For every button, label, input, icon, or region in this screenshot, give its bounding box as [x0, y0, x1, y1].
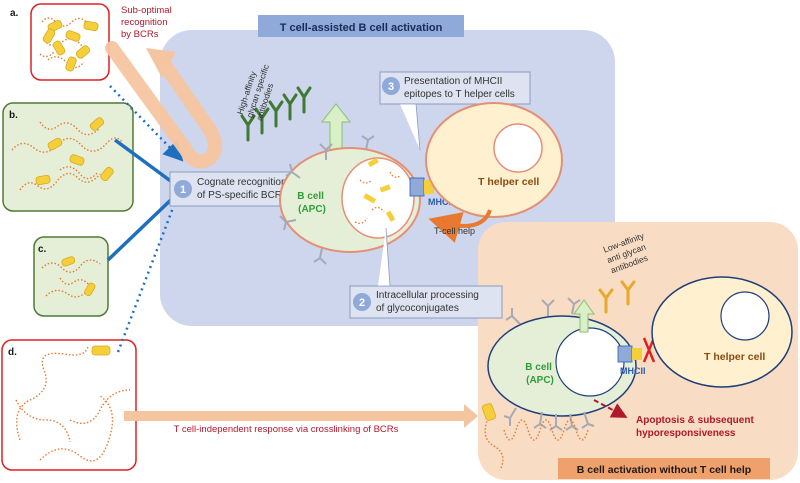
- low-affinity-antibodies: [598, 280, 636, 314]
- panel-d-glycoconjugate: [15, 345, 131, 462]
- mhcii-bottom: [617, 345, 633, 363]
- panel-c: [33, 236, 109, 317]
- step3-label: Presentation of MHCII epitopes to T help…: [404, 76, 515, 100]
- panel-c-letter: c.: [38, 244, 47, 255]
- tcell-help-arrow: [428, 209, 492, 243]
- apoptosis-label: Apoptosis & subsequent hyporesponsivenes…: [636, 415, 757, 439]
- step2-box: [349, 285, 503, 319]
- bcell-independent-label: B cell (APC): [525, 362, 554, 386]
- mhcii-bottom-label: MHCII: [620, 366, 646, 376]
- step2-badge: [353, 293, 371, 311]
- independent-title: B cell activation without T cell help: [577, 464, 751, 476]
- panel-d-letter: d.: [8, 347, 17, 358]
- crosslinking-label: T cell-independent response via crosslin…: [174, 424, 399, 435]
- panel-a-letter: a.: [10, 8, 19, 19]
- step3-badge: [382, 77, 400, 95]
- crosslinking-arrow: [124, 404, 478, 428]
- panel-a-glycoconjugates: [39, 17, 99, 72]
- mhcii-top-label: MHCII: [428, 197, 454, 207]
- svg-text:2: 2: [359, 297, 365, 309]
- step1-badge: [174, 180, 192, 198]
- independent-title-box: [558, 458, 770, 479]
- thelper-cell-top: [425, 102, 563, 218]
- thelper-bottom-label: T helper cell: [704, 351, 765, 363]
- panel-d: [1, 339, 137, 471]
- svg-text:3: 3: [388, 81, 394, 93]
- tcell-assisted-title-box: [258, 15, 464, 37]
- suboptimal-label: Sub-optimal recognition by BCRs: [121, 5, 174, 40]
- apoptosis-arrow: [593, 399, 628, 418]
- bcell-apc: [279, 135, 421, 265]
- tcell-assisted-title: T cell-assisted B cell activation: [280, 22, 443, 34]
- bcell-independent: [482, 297, 637, 471]
- arrow-c-solid: [106, 193, 178, 262]
- arrow-b-solid: [113, 138, 178, 187]
- panel-c-glycoconjugates: [41, 256, 101, 298]
- step1-label: Cognate recognition of PS-specific BCRs: [197, 177, 289, 201]
- thelper-cell-bottom: [651, 276, 793, 388]
- uturn-arrow: [105, 41, 222, 169]
- mhcii-top: [409, 177, 425, 197]
- thelper-top-label: T helper cell: [478, 176, 539, 188]
- panel-b: [2, 102, 134, 212]
- step2-label: Intracellular processing of glycoconjuga…: [376, 290, 482, 314]
- tcell-help-label: T-cell help: [434, 226, 475, 236]
- high-affinity-antibodies: [240, 86, 312, 142]
- green-output-arrow: [320, 103, 352, 151]
- bcell-label: B cell (APC): [297, 191, 326, 215]
- step3-box: [379, 71, 531, 105]
- panel-b-glycoconjugates: [11, 117, 123, 191]
- green-output-arrow-2: [573, 299, 595, 333]
- svg-text:1: 1: [180, 184, 186, 196]
- panel-b-letter: b.: [9, 110, 18, 121]
